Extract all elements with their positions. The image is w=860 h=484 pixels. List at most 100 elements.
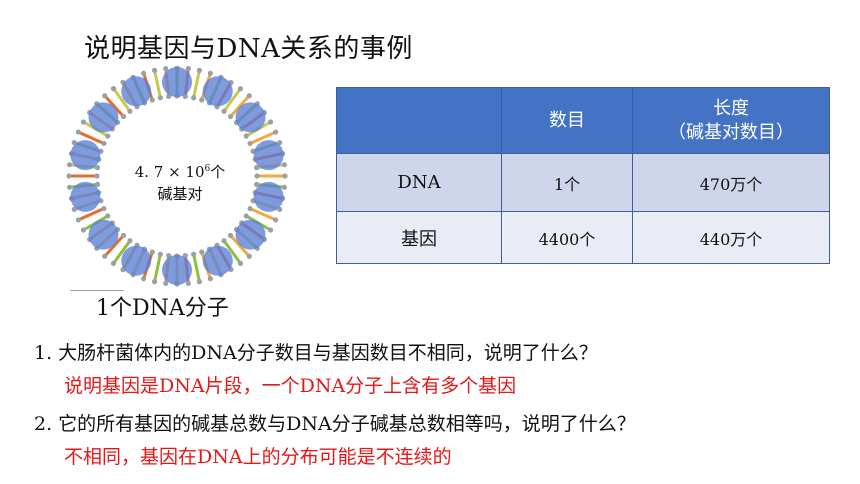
dna-rung: [112, 87, 132, 113]
dna-backbone-node: [207, 70, 213, 76]
dna-backbone-node: [199, 97, 205, 103]
dna-backbone-node: [141, 70, 147, 76]
dna-backbone-node: [221, 108, 227, 114]
dna-rung: [103, 94, 125, 118]
base-pair-count-prefix: 4. 7 × 10: [134, 163, 205, 181]
dna-backbone-node: [267, 227, 274, 233]
dna-backbone-node: [191, 95, 197, 101]
dna-backbone-node: [227, 232, 234, 239]
dna-backbone-node: [281, 162, 288, 168]
dna-backbone-node: [227, 113, 234, 120]
dna-backbone-node: [110, 86, 117, 92]
dna-rung: [192, 253, 201, 282]
dna-backbone-node: [237, 86, 244, 92]
dna-rung: [229, 94, 251, 118]
dna-backbone-node: [246, 93, 252, 99]
table-header-length: 长度 （碱基对数目）: [632, 87, 830, 154]
dna-backbone-node: [151, 279, 158, 285]
dna-bead: [253, 140, 284, 171]
row-length-dna: 470万个: [632, 153, 830, 212]
dna-backbone-node: [94, 173, 100, 179]
dna-rung: [229, 234, 251, 258]
dna-bead: [88, 102, 119, 133]
dna-backbone-node: [127, 108, 133, 114]
dna-bead: [88, 219, 119, 250]
dna-rung: [112, 239, 132, 265]
dna-backbone-node: [273, 129, 279, 135]
dna-backbone-node: [127, 238, 133, 244]
dna-rung: [77, 207, 105, 222]
circular-dna-illustration: 4. 7 × 106个 碱基对: [62, 66, 292, 296]
base-pair-count-suffix: 个: [210, 163, 226, 181]
table-header-empty: [336, 87, 502, 154]
dna-bead: [235, 219, 266, 250]
dna-ring-graphic: [66, 66, 288, 287]
dna-rung: [249, 207, 277, 222]
dna-backbone-node: [273, 217, 279, 223]
dna-backbone-node: [102, 253, 108, 259]
dna-backbone-node: [163, 280, 169, 287]
dna-backbone-node: [191, 251, 197, 257]
dna-backbone-node: [282, 173, 288, 179]
dna-backbone-node: [101, 140, 107, 147]
slide-title: 说明基因与DNA关系的事例: [84, 34, 413, 64]
dna-backbone-node: [281, 184, 288, 190]
dna-backbone-node: [163, 66, 169, 72]
dna-backbone-node: [253, 165, 260, 171]
dna-rung: [153, 70, 162, 99]
dna-backbone-node: [75, 217, 81, 223]
dna-backbone-node: [151, 67, 158, 73]
table-header-length-title: 长度: [713, 97, 749, 119]
dna-backbone-node: [221, 238, 227, 244]
dna-backbone-node: [66, 162, 73, 168]
dna-bead: [70, 140, 101, 171]
caption-divider: [70, 290, 124, 291]
dna-backbone-node: [254, 173, 260, 179]
dna-backbone-node: [120, 113, 127, 120]
dna-backbone-node: [110, 260, 117, 266]
dna-bead: [235, 102, 266, 133]
table-header-row: 数目 长度 （碱基对数目）: [336, 87, 830, 154]
dna-backbone-node: [66, 184, 73, 190]
dna-backbone-node: [243, 133, 249, 139]
dna-backbone-node: [207, 276, 213, 282]
dna-rung: [153, 253, 162, 282]
row-length-gene: 440万个: [632, 211, 830, 264]
dna-rung: [192, 70, 201, 99]
dna-backbone-node: [246, 253, 252, 259]
dna-backbone-node: [94, 165, 101, 171]
dna-bead: [253, 181, 284, 212]
dna-backbone-node: [157, 95, 163, 101]
dna-backbone-node: [141, 276, 147, 282]
table-header-count: 数目: [501, 87, 633, 154]
dna-bead: [202, 245, 233, 276]
dna-backbone-node: [157, 251, 163, 257]
dna-backbone-node: [75, 129, 81, 135]
dna-rung: [222, 87, 242, 113]
dna-backbone-node: [102, 93, 108, 99]
dna-backbone-node: [66, 173, 72, 179]
dna-backbone-node: [199, 249, 205, 255]
dna-bead: [202, 76, 233, 107]
row-name-dna: DNA: [336, 153, 502, 212]
row-count-gene: 4400个: [501, 211, 633, 264]
dna-backbone-node: [237, 260, 244, 266]
dna-backbone-node: [105, 213, 111, 219]
base-pair-count-exponent: 6: [204, 164, 211, 174]
dna-backbone-node: [196, 279, 203, 285]
answer-2: 不相同，基因在DNA上的分布可能是不连续的: [64, 446, 452, 468]
dna-backbone-node: [101, 205, 107, 212]
table-row: DNA 1个 470万个: [336, 153, 830, 212]
dna-rung: [103, 234, 125, 258]
dna-bead: [70, 181, 101, 212]
dna-backbone-node: [149, 97, 155, 103]
gene-dna-table: 数目 长度 （碱基对数目） DNA 1个 470万个 基因 4400个 440万…: [336, 87, 830, 264]
question-2: 2. 它的所有基因的碱基总数与DNA分子碱基总数相等吗，说明了什么？: [34, 413, 636, 435]
dna-bead: [121, 245, 152, 276]
dna-rung: [77, 130, 105, 145]
dna-backbone-node: [120, 232, 127, 239]
dna-molecule-caption: 1个DNA分子: [96, 296, 229, 321]
dna-backbone-node: [185, 280, 191, 287]
dna-bead: [162, 255, 192, 285]
dna-backbone-node: [247, 140, 253, 147]
